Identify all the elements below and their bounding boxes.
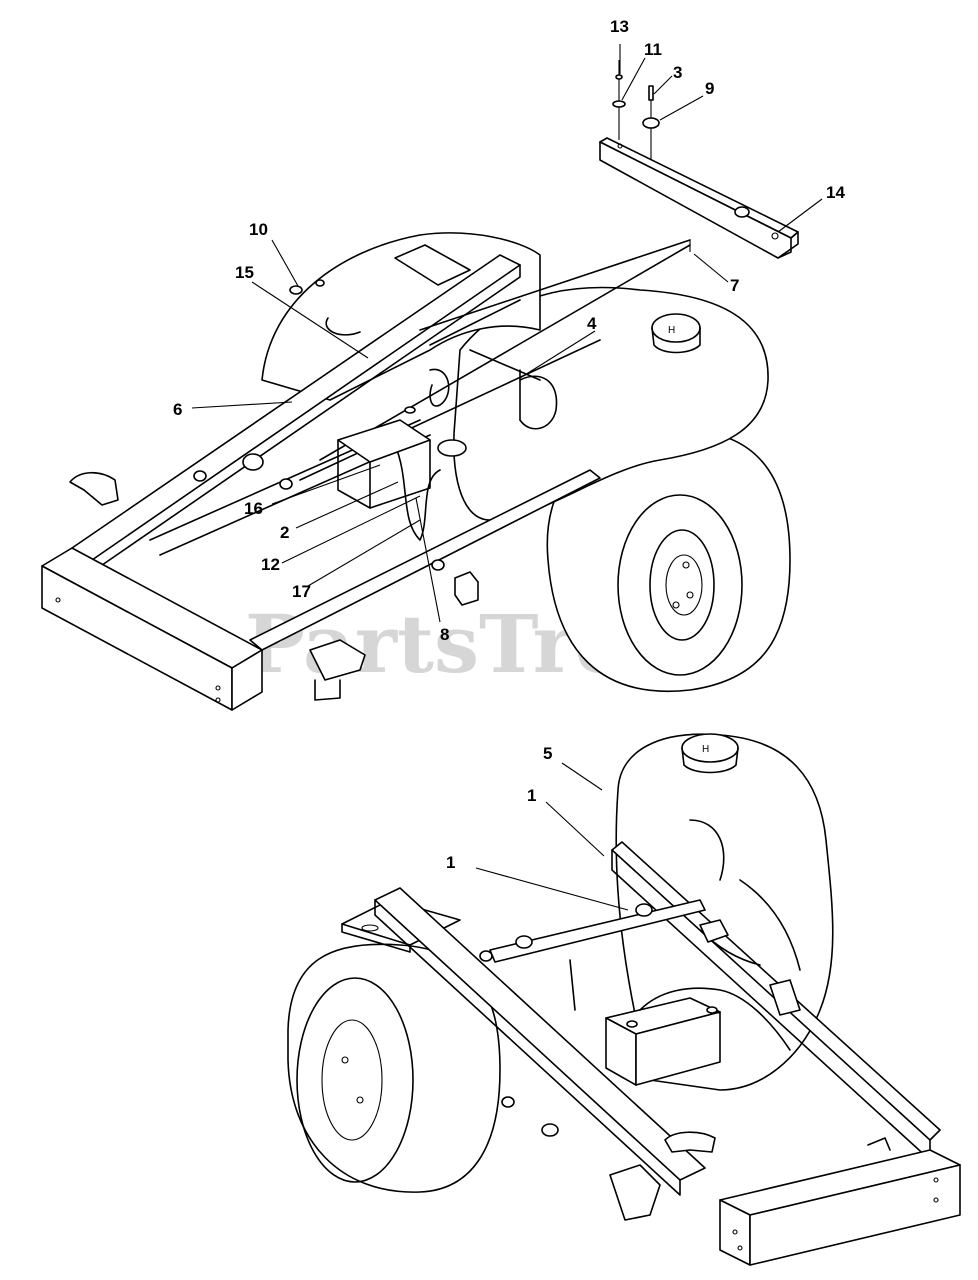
callout-9[interactable]: 9 bbox=[705, 79, 714, 98]
svg-text:H: H bbox=[702, 744, 709, 755]
callout-1-upper[interactable]: 1 bbox=[527, 786, 536, 805]
fuel-tank-top: H bbox=[452, 286, 769, 521]
callout-4[interactable]: 4 bbox=[587, 314, 597, 333]
callout-3[interactable]: 3 bbox=[673, 63, 682, 82]
rear-bracket bbox=[599, 137, 799, 259]
callout-2[interactable]: 2 bbox=[280, 523, 289, 542]
callout-8[interactable]: 8 bbox=[440, 625, 449, 644]
callout-14[interactable]: 14 bbox=[826, 183, 845, 202]
rear-tire-bottom bbox=[287, 943, 501, 1193]
callout-13[interactable]: 13 bbox=[610, 17, 629, 36]
callout-16[interactable]: 16 bbox=[244, 499, 263, 518]
callout-17[interactable]: 17 bbox=[292, 582, 311, 601]
main-frame bbox=[71, 239, 691, 651]
bottom-frame bbox=[341, 841, 961, 1266]
callout-1-lower[interactable]: 1 bbox=[446, 853, 455, 872]
callout-10[interactable]: 10 bbox=[249, 220, 268, 239]
callout-labels: 13 11 3 9 14 7 10 15 4 6 16 2 12 17 8 5 … bbox=[173, 17, 845, 872]
hardware-stack bbox=[612, 60, 660, 165]
bottom-assembly: H bbox=[287, 733, 961, 1266]
callout-11[interactable]: 11 bbox=[644, 40, 662, 59]
frame-fasteners bbox=[193, 279, 467, 571]
callout-7[interactable]: 7 bbox=[730, 276, 739, 295]
callout-12[interactable]: 12 bbox=[261, 555, 280, 574]
callout-5[interactable]: 5 bbox=[543, 744, 552, 763]
top-assembly: H bbox=[41, 44, 823, 711]
callout-15[interactable]: 15 bbox=[235, 263, 254, 282]
svg-text:H: H bbox=[668, 325, 675, 336]
leaders-top bbox=[191, 44, 823, 623]
callout-6[interactable]: 6 bbox=[173, 400, 182, 419]
leaders-bottom bbox=[475, 762, 629, 911]
front-plate bbox=[41, 471, 479, 711]
